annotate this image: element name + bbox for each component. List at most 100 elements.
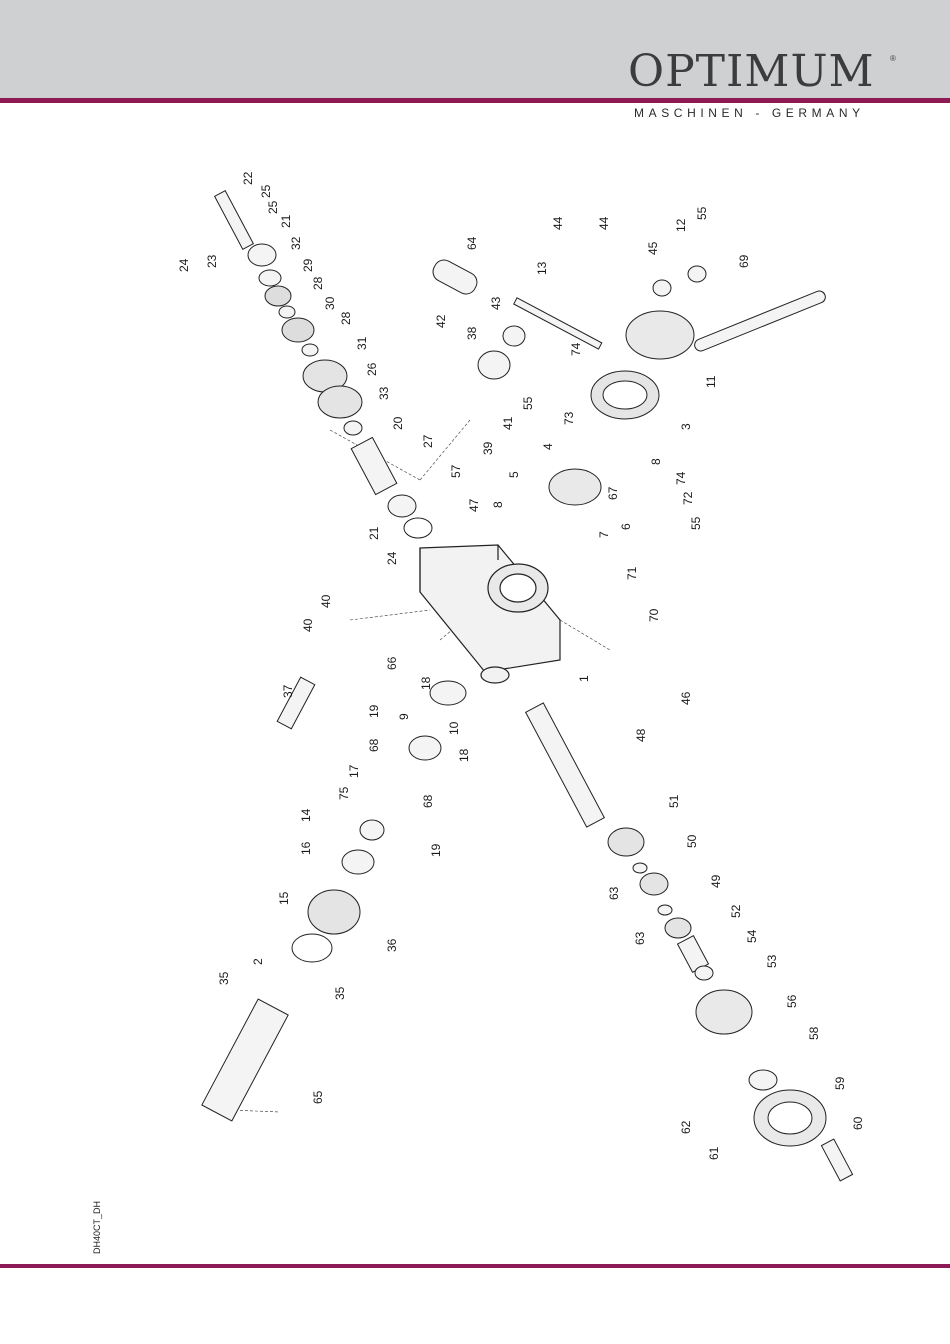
upper-gear-stack bbox=[215, 191, 432, 538]
part-number-label: 52 bbox=[729, 904, 743, 918]
part-number-label: 31 bbox=[355, 336, 369, 350]
part-number-label: 58 bbox=[807, 1026, 821, 1040]
part-number-label: 68 bbox=[367, 738, 381, 752]
part-number-label: 68 bbox=[421, 794, 435, 808]
part-number-label: 32 bbox=[289, 236, 303, 250]
part-number-label: 38 bbox=[465, 326, 479, 340]
part-number-label: 59 bbox=[833, 1076, 847, 1090]
part-number-label: 25 bbox=[259, 184, 273, 198]
part-number-label: 66 bbox=[385, 656, 399, 670]
gearbox-housing bbox=[420, 545, 560, 683]
gear-16 bbox=[308, 890, 360, 934]
part-number-label: 8 bbox=[649, 458, 663, 465]
part-number-label: 36 bbox=[385, 938, 399, 952]
part-number-label: 63 bbox=[607, 886, 621, 900]
handwheel-hub-11 bbox=[626, 311, 694, 359]
part-number-label: 30 bbox=[323, 296, 337, 310]
part-number-label: 75 bbox=[337, 786, 351, 800]
part-number-label: 40 bbox=[319, 594, 333, 608]
part-number-label: 24 bbox=[385, 551, 399, 565]
sleeve-4 bbox=[549, 469, 601, 505]
part-number-label: 11 bbox=[704, 375, 718, 388]
part-number-label: 23 bbox=[205, 254, 219, 268]
part-number-label: 60 bbox=[851, 1116, 865, 1130]
handle-64 bbox=[430, 256, 481, 297]
part-number-label: 12 bbox=[674, 218, 688, 232]
part-number-label: 44 bbox=[597, 216, 611, 230]
part-number-label: 4 bbox=[541, 443, 555, 450]
part-number-label: 61 bbox=[707, 1146, 721, 1160]
spring-part bbox=[215, 191, 254, 250]
hub-53 bbox=[696, 990, 752, 1034]
part-number-label: 74 bbox=[569, 342, 583, 356]
shaft-20 bbox=[351, 437, 397, 494]
collar-9 bbox=[409, 736, 441, 760]
part-number-label: 2 bbox=[251, 958, 265, 965]
part-number-label: 8 bbox=[491, 501, 505, 508]
worm-shaft-46 bbox=[526, 703, 605, 827]
part-number-label: 47 bbox=[467, 498, 481, 512]
part-number-label: 64 bbox=[465, 236, 479, 250]
part-number-label: 42 bbox=[434, 314, 448, 328]
part-number-label: 3 bbox=[679, 423, 693, 430]
part-number-label: 45 bbox=[646, 241, 660, 255]
gear-49 bbox=[665, 918, 691, 938]
part-number-label: 33 bbox=[377, 386, 391, 400]
part-number-label: 67 bbox=[606, 486, 620, 500]
lever-handle bbox=[693, 289, 827, 353]
spindle-2 bbox=[202, 999, 288, 1121]
part-number-label: 48 bbox=[634, 728, 648, 742]
part-number-label: 40 bbox=[301, 618, 315, 632]
part-number-label: 18 bbox=[457, 748, 471, 762]
part-number-label: 70 bbox=[647, 608, 661, 622]
part-number-label: 55 bbox=[521, 396, 535, 410]
part-number-label: 41 bbox=[501, 416, 515, 430]
footer-rule bbox=[0, 1264, 950, 1268]
part-number-label: 56 bbox=[785, 994, 799, 1008]
gear-51 bbox=[608, 828, 644, 856]
part-number-label: 44 bbox=[551, 216, 565, 230]
part-number-label: 14 bbox=[299, 808, 313, 822]
ring-10 bbox=[430, 681, 466, 705]
part-number-label: 20 bbox=[391, 416, 405, 430]
part-number-label: 35 bbox=[333, 986, 347, 1000]
flange-14 bbox=[342, 850, 374, 874]
upper-right-assembly bbox=[430, 256, 828, 505]
shaft-13 bbox=[514, 298, 602, 349]
part-number-label: 62 bbox=[679, 1120, 693, 1134]
part-number-label: 13 bbox=[535, 261, 549, 275]
part-number-label: 28 bbox=[311, 276, 325, 290]
part-number-label: 21 bbox=[367, 526, 381, 540]
lower-right-assembly bbox=[526, 703, 853, 1181]
part-number-label: 49 bbox=[709, 874, 723, 888]
gear-50 bbox=[640, 873, 668, 895]
part-number-label: 54 bbox=[745, 929, 759, 943]
lower-left-assembly bbox=[202, 677, 466, 1121]
part-number-label: 27 bbox=[421, 434, 435, 448]
part-number-label: 55 bbox=[689, 516, 703, 530]
part-number-label: 39 bbox=[481, 441, 495, 455]
leader-lines bbox=[230, 420, 610, 1112]
part-number-label: 5 bbox=[507, 471, 521, 478]
collar-58 bbox=[749, 1070, 777, 1090]
part-number-label: 6 bbox=[619, 523, 633, 530]
part-number-label: 22 bbox=[241, 171, 255, 185]
part-number-label: 69 bbox=[737, 254, 751, 268]
part-number-label: 43 bbox=[489, 296, 503, 310]
part-number-label: 10 bbox=[447, 721, 461, 735]
part-number-label: 16 bbox=[299, 841, 313, 855]
part-number-label: 53 bbox=[765, 954, 779, 968]
part-number-label: 9 bbox=[397, 713, 411, 720]
part-number-label: 24 bbox=[177, 258, 191, 272]
ring-15 bbox=[292, 934, 332, 962]
part-number-label: 37 bbox=[281, 684, 295, 698]
part-number-label: 46 bbox=[679, 691, 693, 705]
part-number-label: 35 bbox=[217, 971, 231, 985]
part-number-label: 1 bbox=[577, 675, 591, 682]
part-number-label: 21 bbox=[279, 214, 293, 228]
part-number-label: 19 bbox=[367, 704, 381, 718]
document-code: DH40CT_DH bbox=[92, 1201, 102, 1254]
part-number-label: 71 bbox=[625, 566, 639, 580]
part-number-label: 65 bbox=[311, 1090, 325, 1104]
part-number-label: 7 bbox=[597, 531, 611, 538]
